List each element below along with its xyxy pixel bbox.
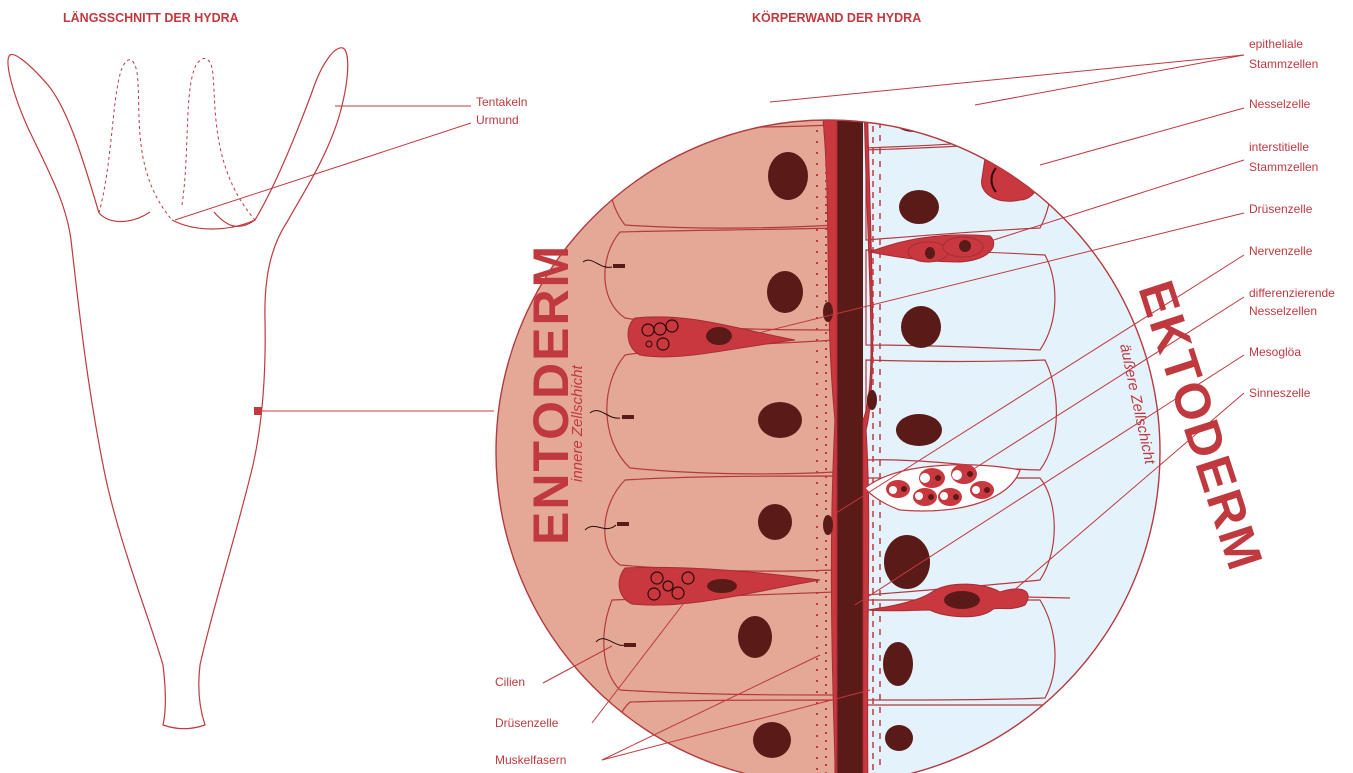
section-marker [254, 407, 262, 415]
label-interstitielle-1: interstitielle [1249, 140, 1309, 154]
label-epitheliale-1: epitheliale [1249, 37, 1303, 51]
entoderm-subtitle: innere Zellschicht [569, 364, 586, 482]
label-tentakeln: Tentakeln [476, 95, 527, 109]
label-epitheliale-2: Stammzellen [1249, 57, 1318, 71]
label-nesselzelle: Nesselzelle [1249, 97, 1311, 111]
right-panel-title: KÖRPERWAND DER HYDRA [752, 10, 921, 25]
label-sinneszelle: Sinneszelle [1249, 386, 1311, 400]
label-druesenzelle-left: Drüsenzelle [495, 716, 559, 730]
svg-text:innere Zellschicht: innere Zellschicht [569, 364, 586, 482]
left-panel-title: LÄNGSSCHNITT DER HYDRA [63, 10, 239, 25]
label-cilien: Cilien [495, 675, 525, 689]
label-mesogloea: Mesoglöa [1249, 345, 1301, 359]
label-differenzierende-2: Nesselzellen [1249, 304, 1317, 318]
label-differenzierende-1: differenzierende [1249, 286, 1335, 300]
hydra-longitudinal-section [8, 48, 494, 729]
label-urmund: Urmund [476, 113, 519, 127]
label-interstitielle-2: Stammzellen [1249, 160, 1318, 174]
body-wall-section [490, 40, 1182, 773]
label-muskelfasern: Muskelfasern [495, 753, 566, 767]
label-druesenzelle-right: Drüsenzelle [1249, 202, 1313, 216]
label-nervenzelle: Nervenzelle [1249, 244, 1313, 258]
